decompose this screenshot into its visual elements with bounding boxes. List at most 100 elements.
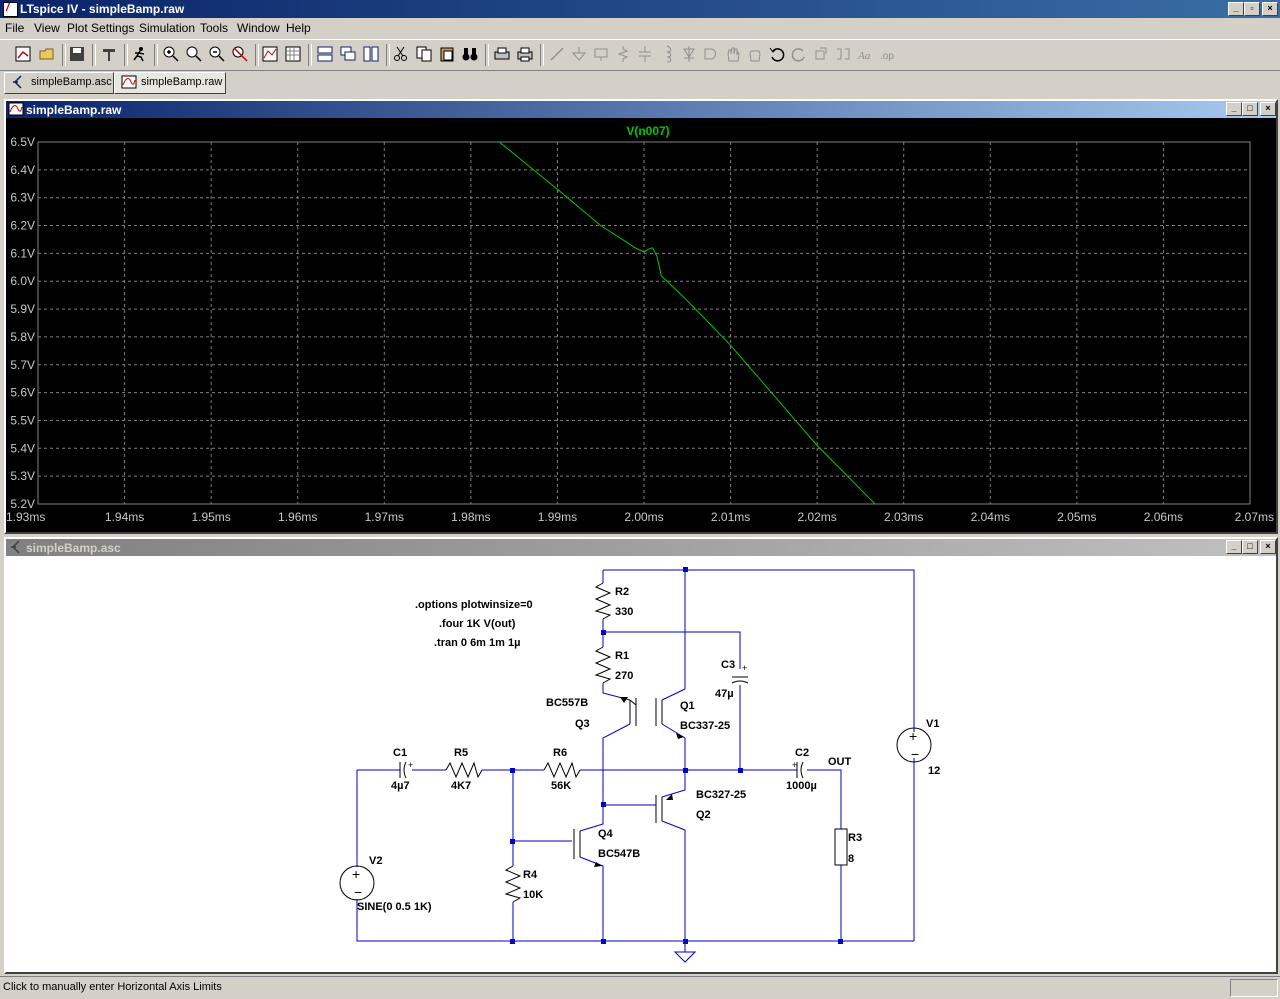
plot-close-button[interactable]: × <box>1260 102 1276 116</box>
label-c3-ref: C3 <box>721 659 735 671</box>
status-text: Click to manually enter Horizontal Axis … <box>3 981 222 993</box>
x-tick-label[interactable]: 2.06ms <box>1144 510 1183 524</box>
y-tick-label[interactable]: 5.4V <box>10 441 35 455</box>
y-tick-label[interactable]: 5.7V <box>10 358 35 372</box>
find-binoculars-icon[interactable] <box>461 45 479 63</box>
x-tick-label[interactable]: 2.07ms <box>1235 510 1274 524</box>
cascade-windows-icon[interactable] <box>339 45 357 63</box>
label-r1-value: 270 <box>615 670 633 682</box>
waveform-plot[interactable]: 6.5V 6.4V 6.3V 6.2V 6.1V 6.0V 5.9V 5.8V 5.7V 5.6V… <box>6 118 1276 532</box>
plot-minimize-button[interactable]: _ <box>1226 102 1242 116</box>
manual-limits-icon[interactable] <box>284 45 302 63</box>
y-tick-label[interactable]: 6.3V <box>10 191 35 205</box>
x-tick-label[interactable]: 2.02ms <box>797 510 836 524</box>
menu-window[interactable]: Window <box>237 21 280 35</box>
print-icon[interactable] <box>516 45 534 63</box>
schematic-canvas[interactable]: + + + + − + − .options plotwinsize=0 .fo… <box>6 556 1272 968</box>
cut-icon[interactable] <box>392 45 410 63</box>
new-schematic-icon[interactable] <box>14 45 32 63</box>
x-tick-label[interactable]: 1.99ms <box>538 510 577 524</box>
autorange-icon[interactable] <box>261 45 279 63</box>
spice-directives[interactable]: .options plotwinsize=0 .four 1K V(out) .… <box>415 599 533 649</box>
pan-icon[interactable] <box>185 45 203 63</box>
x-tick-label[interactable]: 1.98ms <box>451 510 490 524</box>
trace-v-n007[interactable] <box>499 141 876 505</box>
trace-legend-label[interactable]: V(n007) <box>626 124 669 138</box>
menu-help[interactable]: Help <box>286 21 311 35</box>
voltage-sources[interactable] <box>339 727 932 901</box>
x-tick-label[interactable]: 2.05ms <box>1057 510 1096 524</box>
spice-directive-icon: .op <box>880 51 894 62</box>
ground-symbol[interactable] <box>673 951 697 963</box>
undo-icon[interactable] <box>768 45 786 63</box>
tile-horizontal-icon[interactable] <box>316 45 334 63</box>
app-title: LTspice IV - simpleBamp.raw <box>20 2 185 16</box>
zoom-full-icon[interactable] <box>231 45 249 63</box>
transistors[interactable] <box>573 698 663 859</box>
x-tick-label[interactable]: 2.03ms <box>884 510 923 524</box>
x-tick-label[interactable]: 1.95ms <box>191 510 230 524</box>
paste-icon[interactable] <box>438 45 456 63</box>
menu-file[interactable]: File <box>5 21 25 35</box>
label-r3-ref: R3 <box>848 832 862 844</box>
save-icon[interactable] <box>68 45 86 63</box>
status-bar: Click to manually enter Horizontal Axis … <box>0 976 1280 999</box>
print-setup-icon[interactable] <box>493 45 511 63</box>
x-tick-label[interactable]: 2.00ms <box>624 510 663 524</box>
x-tick-label[interactable]: 1.93ms <box>6 510 45 524</box>
capacitors[interactable] <box>399 676 804 779</box>
label-v2-value: SINE(0 0.5 1K) <box>357 901 432 913</box>
tab-schematic[interactable]: simpleBamp.asc <box>4 72 114 94</box>
menu-plot-settings[interactable]: Plot Settings <box>67 21 135 35</box>
y-tick-label[interactable]: 6.0V <box>10 274 35 288</box>
schematic-maximize-button[interactable]: □ <box>1242 540 1258 554</box>
resistor-r5 <box>445 761 483 779</box>
tile-vertical-icon[interactable] <box>362 45 380 63</box>
plot-maximize-button[interactable]: □ <box>1242 102 1258 116</box>
directive-options: .options plotwinsize=0 <box>415 599 533 611</box>
tab-waveform[interactable]: simpleBamp.raw <box>114 72 226 94</box>
label-q2-ref: Q2 <box>696 809 711 821</box>
y-tick-label[interactable]: 5.5V <box>10 413 35 427</box>
schematic-minimize-button[interactable]: _ <box>1226 540 1242 554</box>
label-v2-ref: V2 <box>369 855 382 867</box>
y-tick-label[interactable]: 6.5V <box>10 135 35 149</box>
menu-view[interactable]: View <box>34 21 60 35</box>
label-r2-ref: R2 <box>615 586 629 598</box>
component-labels: R2 330 R1 270 C3 47µ BC557B Q3 Q1 BC337-… <box>357 586 940 913</box>
component-icon <box>704 48 716 60</box>
y-tick-label[interactable]: 5.2V <box>10 497 35 511</box>
y-tick-label[interactable]: 5.9V <box>10 302 35 316</box>
schematic-window: simpleBamp.asc _ □ × <box>4 537 1278 974</box>
resistors[interactable] <box>445 582 848 903</box>
run-simulation-icon[interactable] <box>130 45 148 63</box>
x-tick-label[interactable]: 1.94ms <box>105 510 144 524</box>
x-tick-label[interactable]: 1.97ms <box>365 510 404 524</box>
schematic-close-button[interactable]: × <box>1260 540 1276 554</box>
label-r5-value: 4K7 <box>451 780 471 792</box>
x-tick-label[interactable]: 1.96ms <box>278 510 317 524</box>
c2-polarity-plus: + <box>792 760 797 770</box>
label-r6-value: 56K <box>551 780 571 792</box>
y-tick-label[interactable]: 6.2V <box>10 219 35 233</box>
capacitor-c3 <box>731 676 749 684</box>
y-tick-label[interactable]: 5.8V <box>10 330 35 344</box>
zoom-out-icon[interactable] <box>208 45 226 63</box>
y-tick-label[interactable]: 6.4V <box>10 163 35 177</box>
close-button[interactable]: × <box>1262 2 1278 16</box>
x-tick-label[interactable]: 2.04ms <box>971 510 1010 524</box>
menu-tools[interactable]: Tools <box>200 21 229 35</box>
menu-simulation[interactable]: Simulation <box>139 21 196 35</box>
minimize-button[interactable]: _ <box>1228 2 1244 16</box>
copy-icon[interactable] <box>415 45 433 63</box>
x-tick-label[interactable]: 2.01ms <box>711 510 750 524</box>
y-tick-label[interactable]: 5.6V <box>10 386 35 400</box>
zoom-in-icon[interactable] <box>162 45 180 63</box>
redo-icon <box>791 48 805 62</box>
y-tick-label[interactable]: 5.3V <box>10 469 35 483</box>
y-tick-label[interactable]: 6.1V <box>10 246 35 260</box>
restore-button[interactable]: ▫ <box>1244 2 1260 16</box>
control-panel-hammer-icon[interactable] <box>100 45 118 63</box>
label-net-icon <box>594 48 608 61</box>
open-folder-icon[interactable] <box>38 45 56 63</box>
